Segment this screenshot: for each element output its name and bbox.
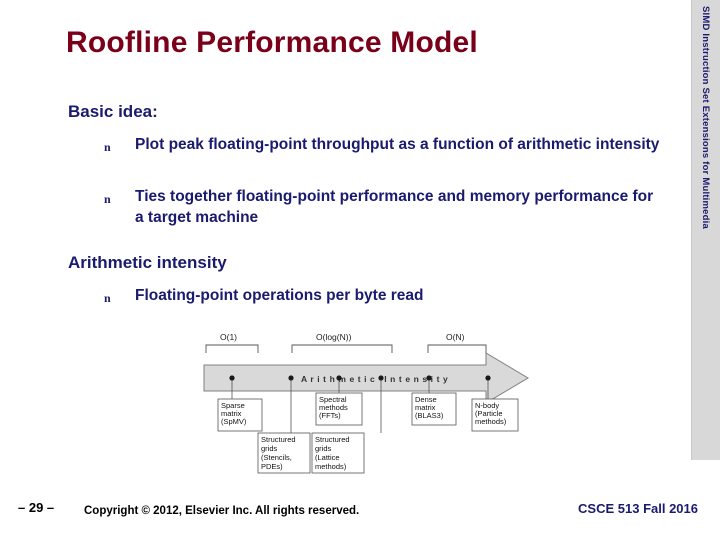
figure-box-line: grids (261, 444, 278, 453)
bullet-item: n Plot peak floating-point throughput as… (104, 134, 664, 155)
figure-box-line: (Lattice (315, 453, 340, 462)
figure-box-line: methods) (475, 417, 507, 426)
intensity-arrow-icon (203, 352, 529, 404)
page-number: – 29 – (18, 500, 55, 515)
figure-box-line: Spectral (319, 395, 347, 404)
arithmetic-intensity-figure: A r i t h m e t i c I n t e n s i t y O(… (196, 327, 536, 479)
figure-box-line: (FFTs) (319, 411, 341, 420)
bullet-text: Ties together floating-point performance… (135, 188, 654, 226)
figure-box-line: methods (319, 403, 348, 412)
figure-box-line: Sparse (221, 401, 245, 410)
copyright-notice: Copyright © 2012, Elsevier Inc. All righ… (84, 505, 360, 517)
complexity-label-on: O(N) (446, 332, 465, 342)
complexity-label-o1: O(1) (220, 332, 237, 342)
figure-box (217, 398, 263, 432)
tick-dot (336, 375, 342, 381)
figure-box-line: Structured (261, 435, 296, 444)
figure-box-line: matrix (415, 403, 436, 412)
tick-dot (229, 375, 235, 381)
figure-box-line: PDEs) (261, 462, 283, 471)
figure-box-line: grids (315, 444, 332, 453)
figure-box-line: (Particle (475, 409, 503, 418)
figure-box-line: Dense (415, 395, 437, 404)
figure-box-line: matrix (221, 409, 242, 418)
bullet-text: Plot peak floating-point throughput as a… (135, 136, 660, 153)
tick-dot (426, 375, 432, 381)
bullet-marker-icon: n (104, 192, 111, 206)
bracket-ologn (291, 344, 393, 353)
figure-box (257, 432, 311, 474)
figure-box-line: Structured (315, 435, 350, 444)
complexity-label-ologn: O(log(N)) (316, 332, 352, 342)
figure-box (411, 392, 457, 426)
bullet-marker-icon: n (104, 291, 111, 305)
tick-dot (485, 375, 491, 381)
figure-box (315, 392, 363, 426)
arrow-label: A r i t h m e t i c I n t e n s i t y (301, 374, 448, 384)
bracket-on (427, 344, 487, 353)
figure-box-line: (Stencils, (261, 453, 292, 462)
tick-dot (288, 375, 294, 381)
section-heading-basic-idea: Basic idea: (68, 102, 158, 121)
bullet-item: n Floating-point operations per byte rea… (104, 285, 664, 306)
course-label: CSCE 513 Fall 2016 (578, 501, 698, 516)
page-title: Roofline Performance Model (66, 26, 478, 59)
figure-box-line: (SpMV) (221, 417, 247, 426)
tick-dot (378, 375, 384, 381)
figure-box (311, 432, 365, 474)
figure-box (471, 398, 519, 432)
figure-box-line: (BLAS3) (415, 411, 444, 420)
bullet-item: n Ties together floating-point performan… (104, 186, 664, 228)
sidebar-banner: SIMD Instruction Set Extensions for Mult… (691, 0, 720, 460)
figure-box-line: N-body (475, 401, 499, 410)
sidebar-banner-label: SIMD Instruction Set Extensions for Mult… (700, 6, 711, 229)
section-heading-arithmetic-intensity: Arithmetic intensity (68, 253, 227, 272)
bracket-o1 (205, 344, 259, 353)
figure-box-line: methods) (315, 462, 347, 471)
bullet-marker-icon: n (104, 140, 111, 154)
bullet-text: Floating-point operations per byte read (135, 287, 424, 304)
